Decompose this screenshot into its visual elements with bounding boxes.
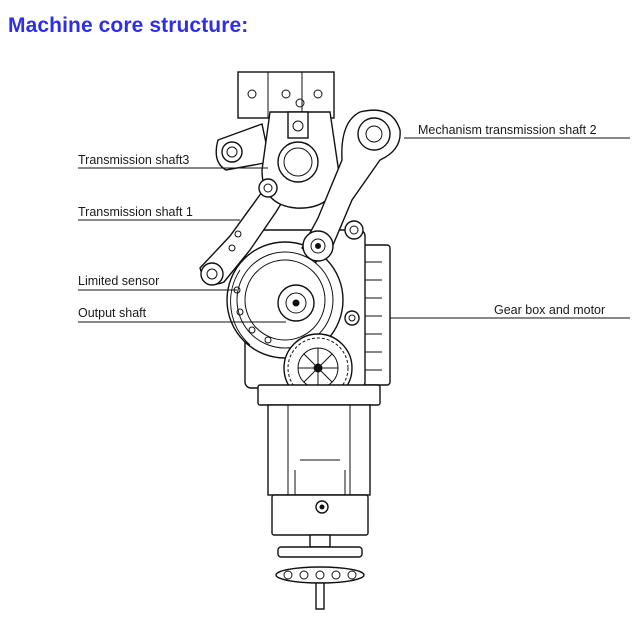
mounting-frame — [237, 71, 335, 119]
label-transmission-shaft-1: Transmission shaft 1 — [78, 205, 193, 219]
handwheel — [275, 546, 365, 610]
mechanism-transmission-shaft-2 — [301, 109, 401, 263]
pivot-pins — [344, 220, 364, 326]
motor — [271, 470, 369, 548]
label-gear-box-and-motor: Gear box and motor — [494, 303, 605, 317]
label-transmission-shaft-3: Transmission shaft3 — [78, 153, 189, 167]
label-output-shaft: Output shaft — [78, 306, 147, 320]
label-limited-sensor: Limited sensor — [78, 274, 159, 288]
label-mechanism-transmission-shaft-2: Mechanism transmission shaft 2 — [418, 123, 597, 137]
left-bracket — [215, 123, 271, 171]
lower-gearbox — [257, 384, 381, 496]
transmission-shaft-3 — [258, 111, 341, 209]
output-shaft — [277, 284, 315, 322]
page-title: Machine core structure: — [8, 14, 249, 37]
